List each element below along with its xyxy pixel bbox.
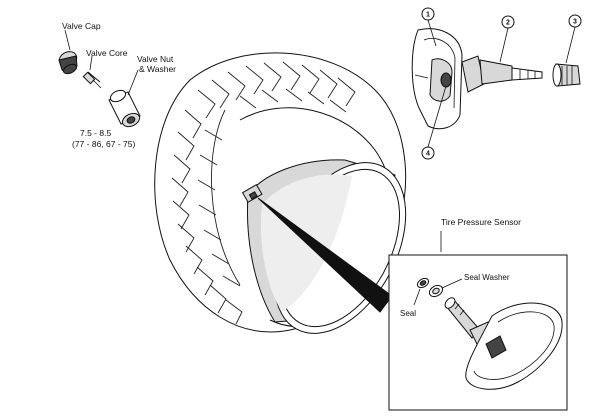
svg-text:1: 1 [426,12,430,19]
callout-3: 3 [568,14,582,28]
sensor-inset [388,231,568,411]
label-valve-core: Valve Core [86,48,128,58]
label-valve-cap: Valve Cap [62,21,101,31]
svg-text:3: 3 [573,19,577,26]
callout-1: 1 [421,7,435,21]
label-valve-washer: & Washer [139,64,176,74]
tire-tread [171,61,356,325]
valve-nut-and-washer [108,89,141,128]
svg-text:2: 2 [506,20,510,27]
rim-valve-stem [241,183,263,203]
seal [416,277,430,289]
sensor-valve-cap [552,63,581,87]
callout-2: 2 [501,15,515,29]
label-tire-pressure-sensor: Tire Pressure Sensor [441,217,521,227]
label-seal: Seal [400,309,416,318]
label-seal-washer: Seal Washer [464,273,510,282]
zoom-pointer [257,197,393,313]
svg-text:4: 4 [426,151,430,158]
label-valve-nut: Valve Nut [137,54,174,64]
sensor-valve-stem [461,55,543,93]
tire-pressure-sensor-body [444,297,563,390]
valve-core [82,71,102,89]
label-torque-range: (77 - 86, 67 - 75) [72,139,135,149]
callout-4: 4 [421,146,435,160]
valve-cap [58,51,78,75]
sensor-exploded-view [411,28,581,130]
seal-washer [428,284,444,298]
label-torque-value: 7.5 - 8.5 [80,128,111,138]
